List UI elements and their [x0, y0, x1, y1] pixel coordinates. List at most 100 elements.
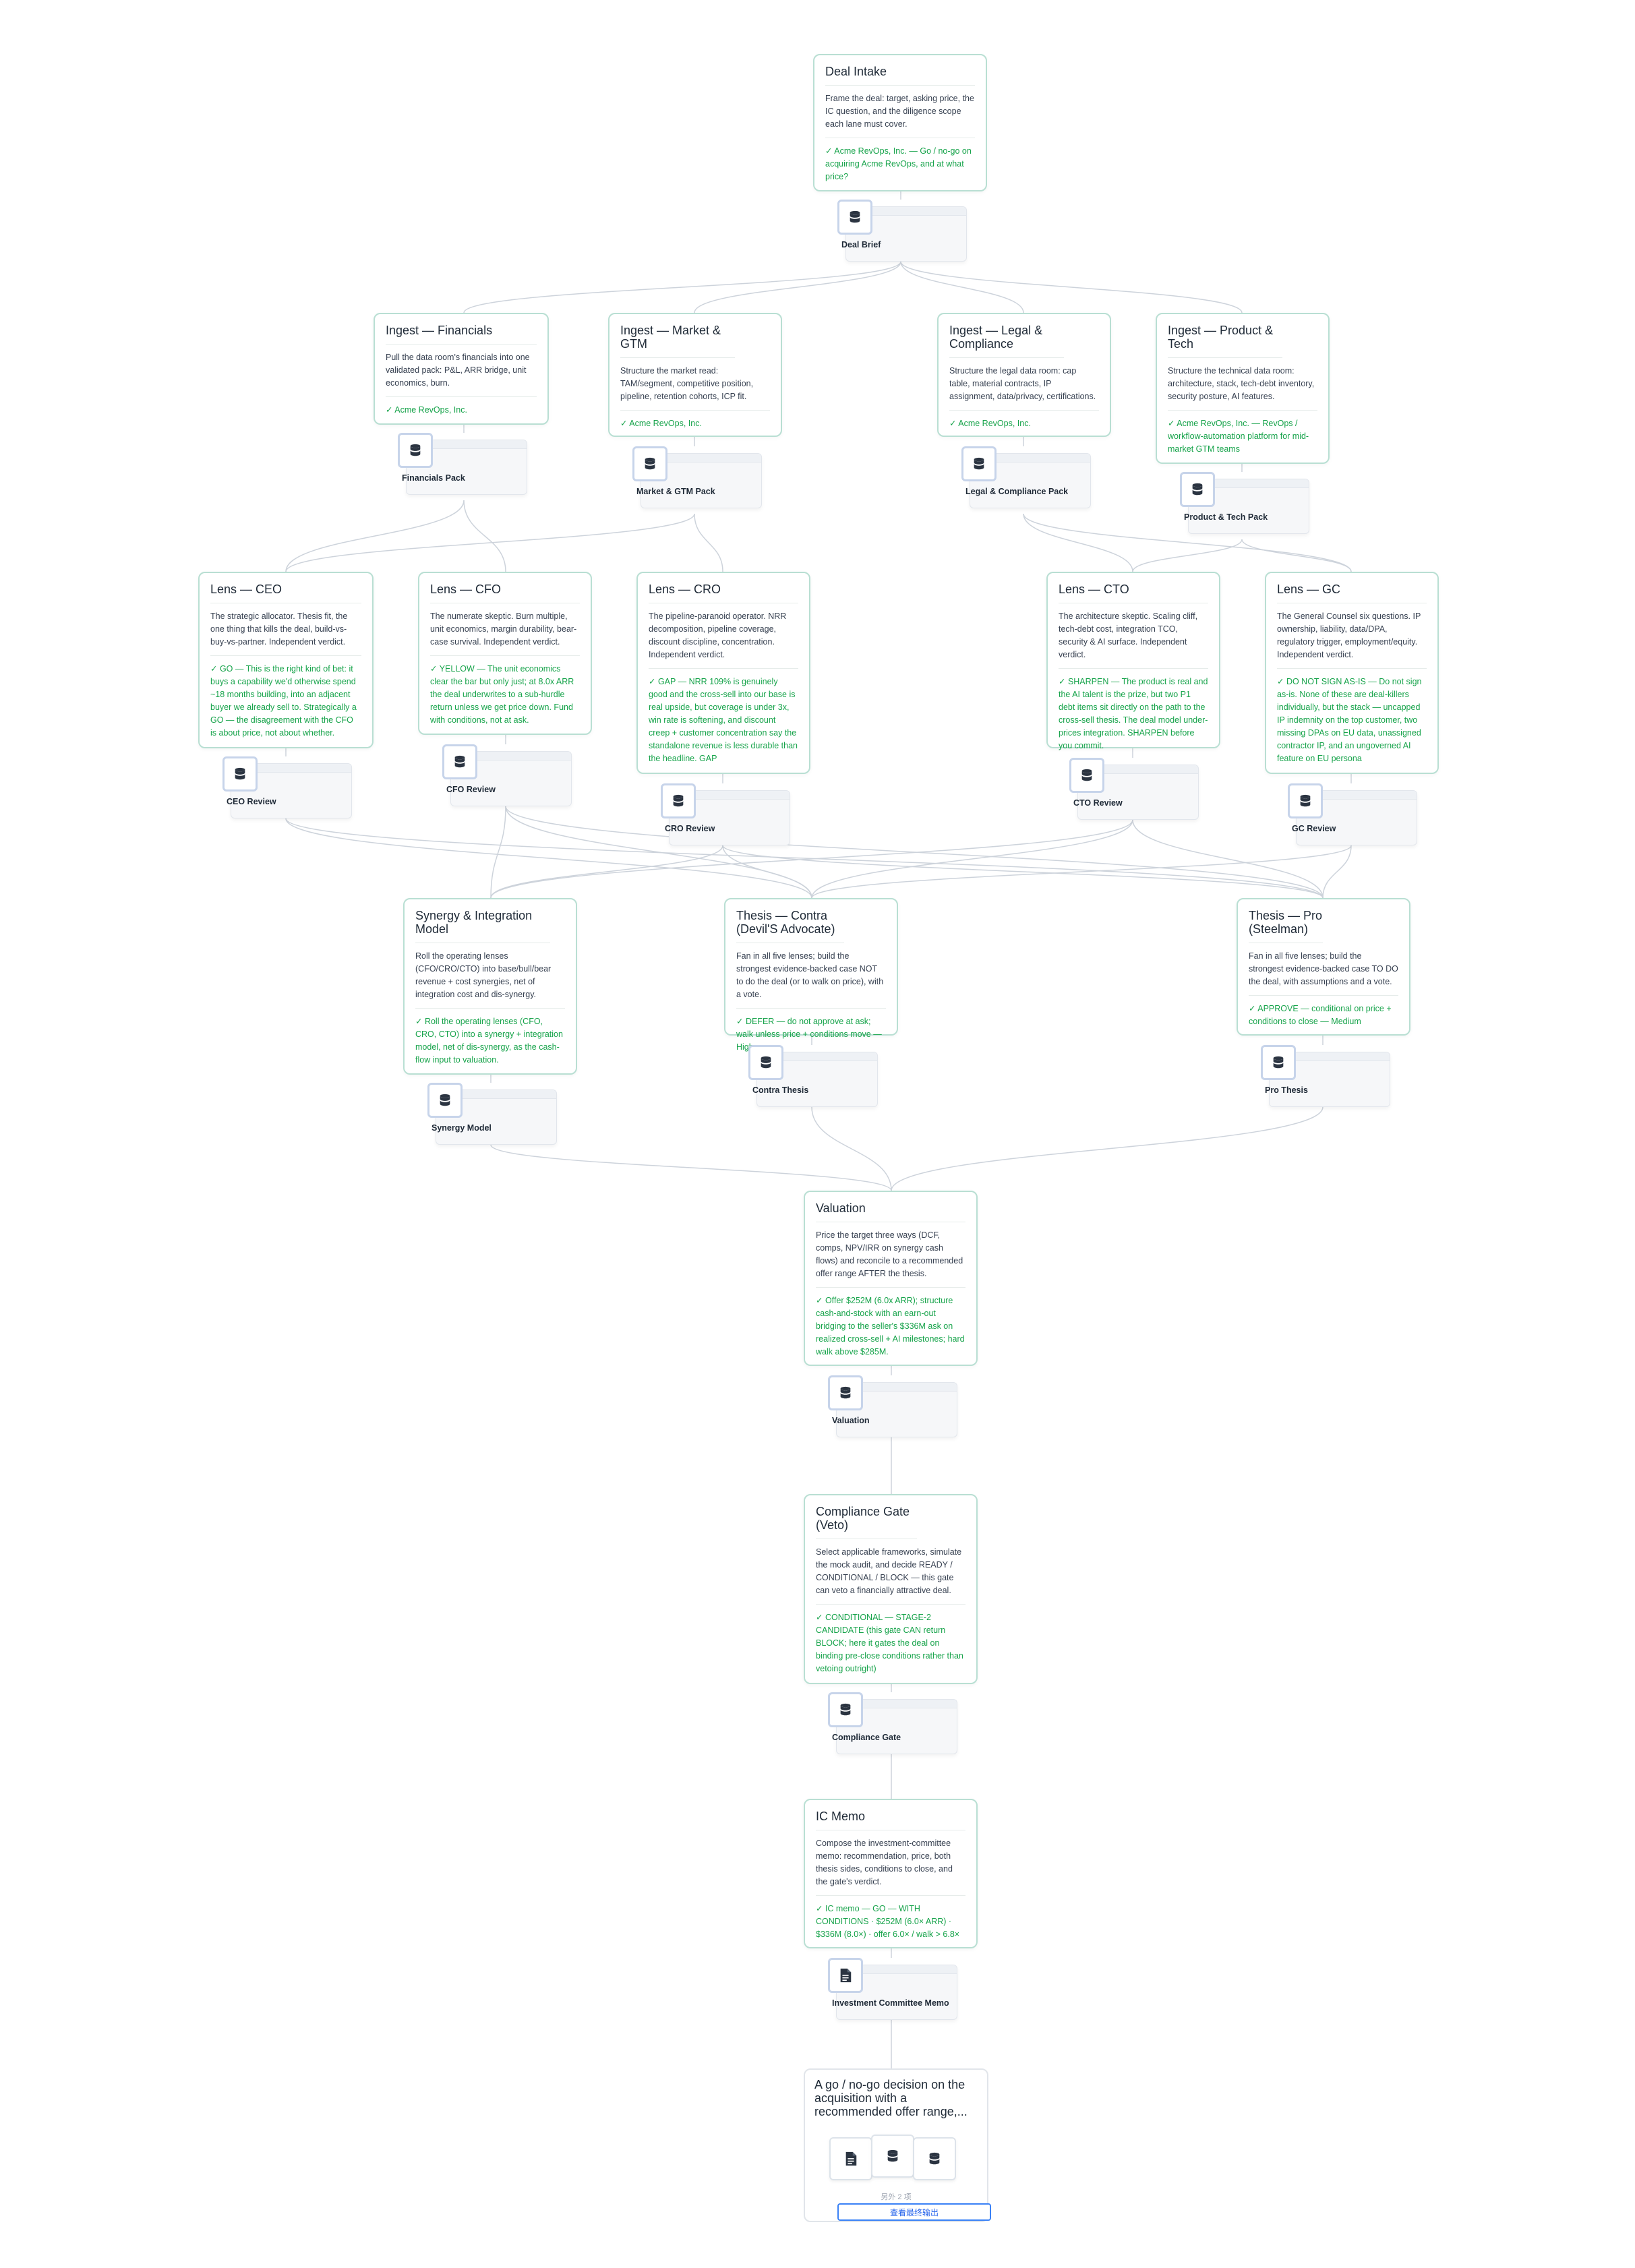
artifact-label: Contra Thesis: [752, 1085, 809, 1095]
node-ingest-product-tech[interactable]: Ingest — Product & Tech Structure the te…: [1156, 313, 1330, 464]
node-ingest-financials[interactable]: Ingest — Financials Pull the data room's…: [374, 313, 549, 425]
edge-connector: [1132, 539, 1243, 572]
node-lens-cto[interactable]: Lens — CTO The architecture skeptic. Sca…: [1046, 572, 1220, 750]
database-icon: [961, 446, 997, 481]
artifact-market-gtm-pack[interactable]: Market & GTM Pack: [632, 446, 762, 508]
artifact-label: Deal Brief: [841, 240, 881, 249]
edge-connector: [490, 819, 1133, 899]
node-description: Pull the data room's financials into one…: [386, 351, 537, 397]
artifact-label: CFO Review: [446, 785, 496, 794]
node-compliance-gate[interactable]: Compliance Gate (Veto) Select applicable…: [804, 1494, 978, 1684]
artifact-investment-committee-memo[interactable]: Investment Committee Memo: [828, 1958, 957, 2020]
artifact-compliance-gate[interactable]: Compliance Gate: [828, 1692, 957, 1754]
node-description: Fan in all five lenses; build the strong…: [736, 950, 886, 1009]
node-description: Structure the legal data room: cap table…: [949, 365, 1099, 411]
database-icon: [661, 783, 696, 818]
edge-connector: [811, 1106, 892, 1191]
node-thesis-pro[interactable]: Thesis — Pro (Steelman) Fan in all five …: [1237, 898, 1410, 1036]
artifact-cto-review[interactable]: CTO Review: [1069, 758, 1199, 820]
node-description: Roll the operating lenses (CFO/CRO/CTO) …: [415, 950, 565, 1009]
database-icon: [442, 744, 477, 779]
node-description: The architecture skeptic. Scaling cliff,…: [1059, 610, 1208, 669]
artifact-cro-review[interactable]: CRO Review: [661, 783, 790, 845]
artifact-label: Valuation: [832, 1416, 870, 1425]
node-lens-cro[interactable]: Lens — CRO The pipeline-paranoid operato…: [636, 572, 810, 774]
database-icon[interactable]: [913, 2137, 956, 2180]
node-result: ✓ DEFER — do not approve at ask; walk un…: [736, 1017, 882, 1052]
view-final-output-button[interactable]: 查看最终输出: [837, 2203, 991, 2221]
edge-connector: [490, 806, 506, 899]
node-title: Thesis — Pro (Steelman): [1249, 909, 1323, 943]
node-result: ✓ IC memo — GO — WITH CONDITIONS · $252M…: [816, 1904, 960, 1939]
node-title: Deal Intake: [825, 65, 975, 86]
node-result: ✓ Acme RevOps, Inc. — Go / no-go on acqu…: [825, 146, 972, 181]
node-result: ✓ GO — This is the right kind of bet: it…: [210, 664, 357, 738]
node-result: ✓ YELLOW — The unit economics clear the …: [430, 664, 574, 725]
edge-connector: [285, 818, 1324, 899]
node-description: The General Counsel six questions. IP ow…: [1277, 610, 1427, 669]
node-lens-ceo[interactable]: Lens — CEO The strategic allocator. Thes…: [198, 572, 374, 748]
node-deal-intake[interactable]: Deal Intake Frame the deal: target, aski…: [813, 54, 987, 191]
edge-connector: [722, 845, 1324, 899]
node-synergy-integration[interactable]: Synergy & Integration Model Roll the ope…: [403, 898, 577, 1075]
database-icon: [837, 200, 872, 235]
artifact-label: CRO Review: [665, 824, 715, 833]
node-title: Lens — GC: [1277, 583, 1427, 603]
artifact-label: CEO Review: [227, 797, 276, 806]
database-icon[interactable]: [871, 2135, 914, 2178]
edge-connector: [694, 513, 723, 572]
edge-connector: [811, 819, 1133, 899]
artifact-label: Synergy Model: [432, 1123, 492, 1133]
artifact-card: [641, 453, 762, 508]
node-ic-memo[interactable]: IC Memo Compose the investment-committee…: [804, 1799, 978, 1948]
database-icon: [1069, 758, 1104, 793]
artifact-deal-brief[interactable]: Deal Brief: [837, 200, 967, 262]
node-ingest-legal-compliance[interactable]: Ingest — Legal & Compliance Structure th…: [937, 313, 1111, 437]
node-description: Fan in all five lenses; build the strong…: [1249, 950, 1398, 996]
node-ingest-market-gtm[interactable]: Ingest — Market & GTM Structure the mark…: [608, 313, 782, 437]
node-description: Compose the investment-committee memo: r…: [816, 1837, 965, 1896]
node-description: Price the target three ways (DCF, comps,…: [816, 1229, 965, 1288]
node-title: Ingest — Legal & Compliance: [949, 324, 1064, 358]
artifact-gc-review[interactable]: GC Review: [1288, 783, 1417, 845]
artifact-ceo-review[interactable]: CEO Review: [222, 756, 352, 818]
artifact-cfo-review[interactable]: CFO Review: [442, 744, 572, 806]
document-icon[interactable]: [829, 2137, 872, 2180]
node-result: ✓ GAP — NRR 109% is genuinely good and t…: [649, 677, 798, 763]
database-icon: [1288, 783, 1323, 818]
artifact-valuation[interactable]: Valuation: [828, 1375, 957, 1437]
final-output-card[interactable]: A go / no-go decision on the acquisition…: [804, 2068, 991, 2222]
node-title: Ingest — Financials: [386, 324, 537, 345]
node-thesis-contra[interactable]: Thesis — Contra (Devil'S Advocate) Fan i…: [724, 898, 898, 1052]
database-icon: [398, 433, 433, 468]
node-title: Compliance Gate (Veto): [816, 1505, 917, 1539]
artifact-label: CTO Review: [1073, 798, 1123, 808]
node-description: Structure the technical data room: archi…: [1168, 365, 1317, 411]
edge-connector: [285, 500, 465, 572]
node-result: ✓ DO NOT SIGN AS-IS — Do not sign as-is.…: [1277, 677, 1422, 763]
artifact-contra-thesis[interactable]: Contra Thesis: [748, 1045, 878, 1107]
node-description: Select applicable frameworks, simulate t…: [816, 1546, 965, 1605]
artifact-synergy-model[interactable]: Synergy Model: [427, 1083, 557, 1145]
artifact-product-tech-pack[interactable]: Product & Tech Pack: [1180, 472, 1309, 534]
edge-connector: [811, 845, 1352, 899]
artifact-card: [669, 790, 790, 845]
node-lens-gc[interactable]: Lens — GC The General Counsel six questi…: [1265, 572, 1439, 774]
node-description: Frame the deal: target, asking price, th…: [825, 92, 975, 138]
database-icon: [427, 1083, 463, 1118]
artifact-pro-thesis[interactable]: Pro Thesis: [1261, 1045, 1390, 1107]
artifact-financials-pack[interactable]: Financials Pack: [398, 433, 527, 495]
edge-connector: [722, 845, 812, 899]
edge-connector: [1023, 513, 1133, 572]
node-description: The pipeline-paranoid operator. NRR deco…: [649, 610, 798, 669]
artifact-legal-compliance-pack[interactable]: Legal & Compliance Pack: [961, 446, 1091, 508]
edge-connector: [891, 1106, 1324, 1191]
node-title: IC Memo: [816, 1810, 965, 1830]
node-lens-cfo[interactable]: Lens — CFO The numerate skeptic. Burn mu…: [418, 572, 592, 735]
node-valuation[interactable]: Valuation Price the target three ways (D…: [804, 1191, 978, 1366]
node-result: ✓ Offer $252M (6.0x ARR); structure cash…: [816, 1296, 965, 1356]
edge-connector: [463, 500, 506, 572]
database-icon: [632, 446, 667, 481]
node-title: Ingest — Market & GTM: [620, 324, 735, 358]
database-icon: [748, 1045, 783, 1080]
